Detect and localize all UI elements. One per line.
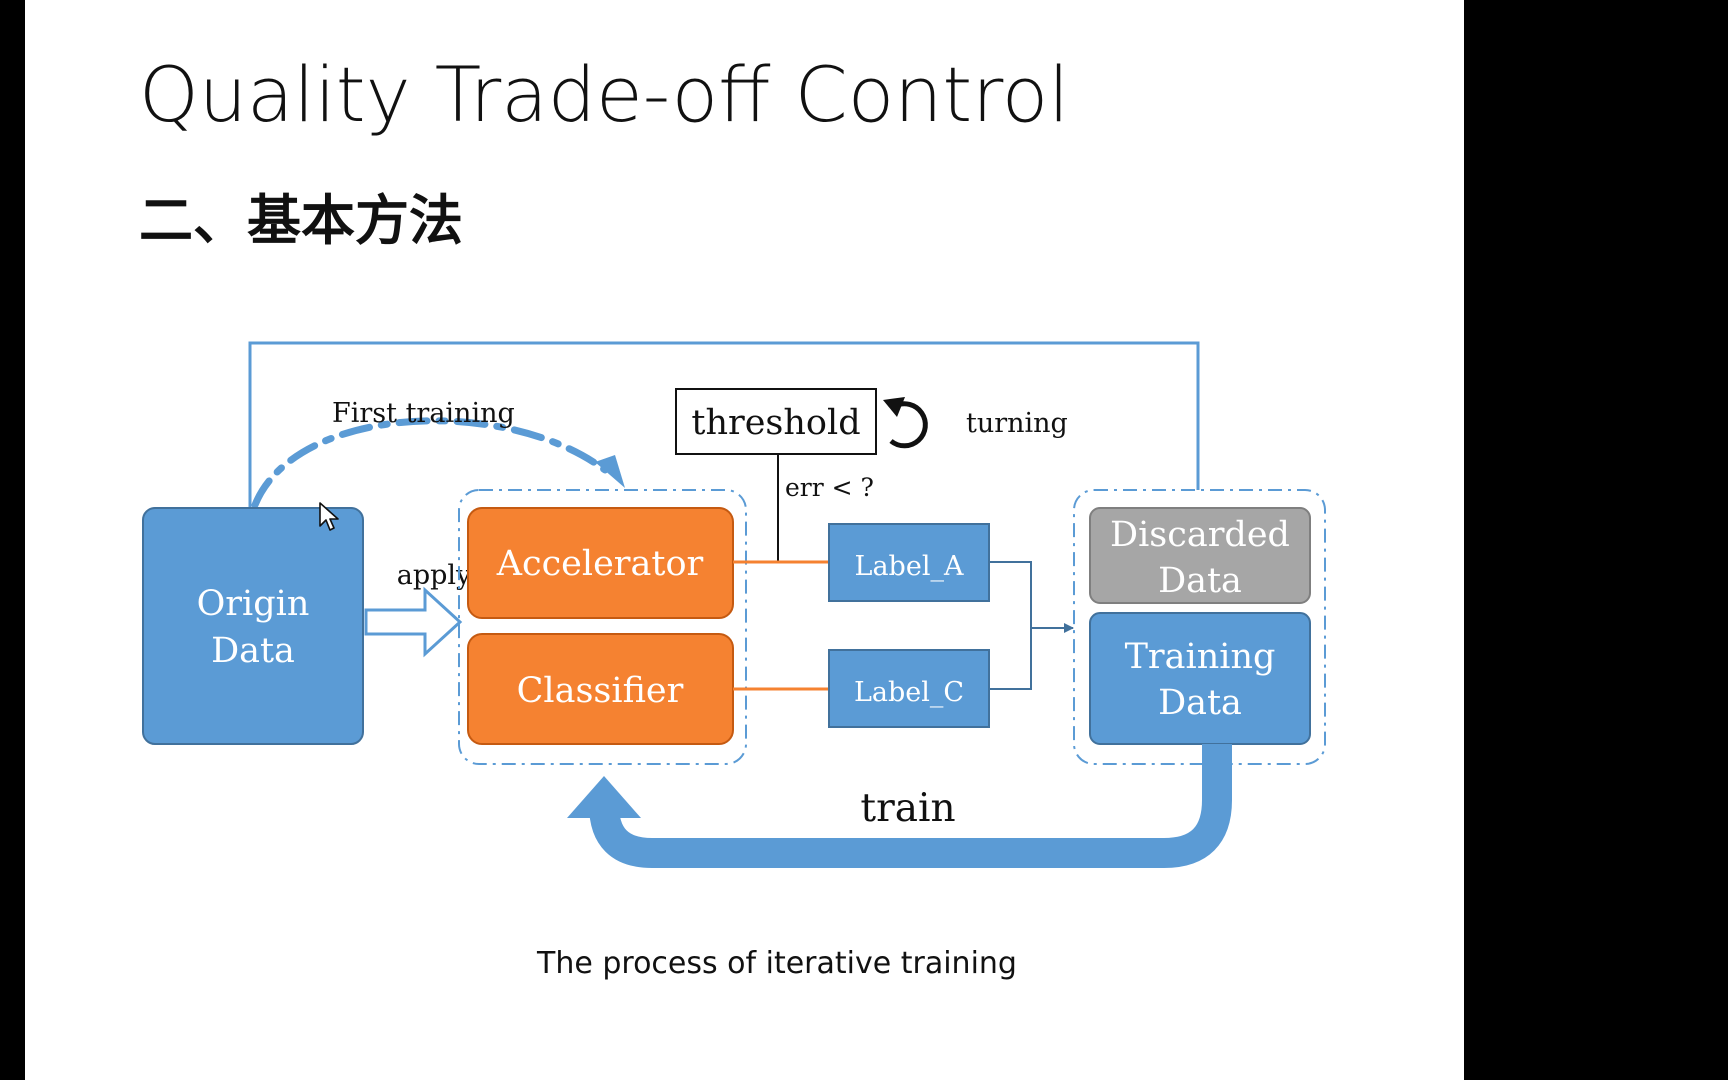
slide-subtitle: 二、基本方法 (139, 189, 463, 252)
mouse-cursor-icon (319, 502, 339, 531)
label-a-box (828, 523, 990, 602)
origin-data-label-line1: Origin (197, 584, 310, 624)
label-c-text: Label_C (854, 677, 964, 708)
turning-icon (889, 401, 928, 449)
figure-caption: The process of iterative training (537, 946, 1017, 981)
output-group-container (1073, 489, 1326, 765)
training-data-label-line1: Training (1125, 637, 1276, 677)
first-training-arc (251, 417, 609, 509)
model-group-container (458, 489, 747, 765)
apply-label: apply (397, 560, 472, 591)
err-label: err < ? (785, 473, 874, 502)
origin-data-box (142, 507, 364, 745)
merge-connector (989, 561, 1032, 690)
iterative-training-diagram: First training Origin Data apply Acceler… (142, 341, 1326, 868)
threshold-box (675, 388, 877, 455)
discarded-data-label-line2: Data (1158, 561, 1242, 601)
apply-arrow (364, 586, 463, 658)
threshold-label: threshold (691, 403, 860, 443)
training-data-label-line2: Data (1158, 683, 1242, 723)
discarded-data-label-line1: Discarded (1110, 515, 1290, 555)
train-arrow (589, 744, 1232, 868)
first-training-label: First training (332, 398, 515, 429)
slide: Quality Trade-off Control 二、基本方法 First t… (25, 0, 1464, 1080)
classifier-label: Classifier (517, 671, 684, 711)
turning-label: turning (966, 408, 1068, 439)
first-training-arrowhead (595, 455, 625, 488)
train-label: train (860, 786, 955, 831)
turning-arrowhead (883, 397, 905, 417)
training-data-box (1089, 612, 1311, 745)
slide-title: Quality Trade-off Control (139, 50, 1070, 139)
feedback-loop-line (248, 341, 1200, 508)
label-a-text: Label_A (855, 551, 964, 582)
train-arrowhead (567, 776, 641, 818)
origin-data-label-line2: Data (211, 631, 295, 671)
label-c-box (828, 649, 990, 728)
discarded-data-box (1089, 507, 1311, 604)
accelerator-label: Accelerator (496, 544, 704, 584)
